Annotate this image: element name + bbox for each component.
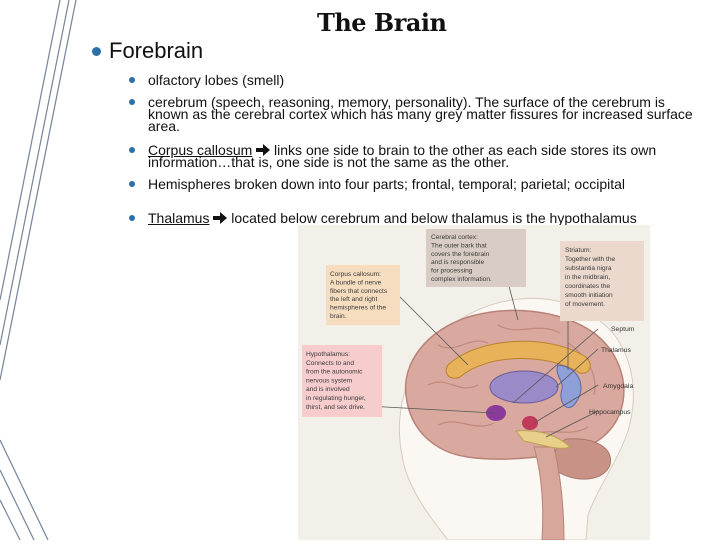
hypothalamus-shape xyxy=(486,405,506,421)
striatum-shape xyxy=(556,364,582,409)
amygdala-shape xyxy=(522,416,538,430)
striatum-callout-text: Striatum: Together with the substantia n… xyxy=(565,247,617,308)
arrow-right-icon xyxy=(213,212,228,224)
bullet-text: Thalamus located below cerebrum and belo… xyxy=(148,210,698,226)
hippocampus-label: Hippocampus xyxy=(589,409,631,416)
bullet-dot xyxy=(129,99,135,105)
hypothalamus-callout-box xyxy=(302,345,382,417)
arrow-right-icon xyxy=(256,144,271,156)
bullet-text: Corpus callosum links one side to brain … xyxy=(148,142,698,170)
hypothalamus-callout-text: Hypothalamus: Connects to and from the a… xyxy=(306,351,368,411)
bullet-dot xyxy=(129,215,135,221)
bullet-text: Hemispheres broken down into four parts;… xyxy=(148,176,626,192)
callosum-callout-box xyxy=(326,265,400,325)
bullet-dot xyxy=(129,77,135,83)
heading-text: Forebrain xyxy=(109,38,204,63)
callosum-callout-text: Corpus callosum: A bundle of nerve fiber… xyxy=(330,271,389,320)
striatum-callout-box xyxy=(560,241,644,321)
corpus-callosum-term: Corpus callosum xyxy=(148,142,253,158)
slide-title: The Brain xyxy=(317,8,447,37)
cortex-callout-text: Cerebral cortex: The outer bark that cov… xyxy=(431,234,492,283)
bullet-dot xyxy=(92,46,101,56)
corpus-callosum-desc: links one side to brain to the other as … xyxy=(148,142,657,170)
brain-figure: Cerebral cortex: The outer bark that cov… xyxy=(298,225,650,541)
thalamus-label: Thalamus xyxy=(601,347,631,354)
heading-bullet: Forebrain xyxy=(92,38,203,64)
corpus-callosum-shape xyxy=(445,340,591,379)
brain-illustration: Cerebral cortex: The outer bark that cov… xyxy=(302,229,644,541)
bullet-text: cerebrum (speech, reasoning, memory, per… xyxy=(148,94,693,134)
septum-label: Septum xyxy=(611,326,635,333)
thalamus-shape xyxy=(489,370,559,404)
thalamus-desc: located below cerebrum and below thalamu… xyxy=(231,210,637,226)
bullet-dot xyxy=(129,147,135,153)
cortex-callout-box xyxy=(426,229,526,287)
thalamus-term: Thalamus xyxy=(148,210,210,226)
amygdala-label: Amygdala xyxy=(603,383,633,390)
bullet-text: olfactory lobes (smell) xyxy=(148,72,285,88)
hippocampus-shape xyxy=(515,430,571,449)
bullet-dot xyxy=(129,181,135,187)
decorative-lines xyxy=(0,0,77,540)
